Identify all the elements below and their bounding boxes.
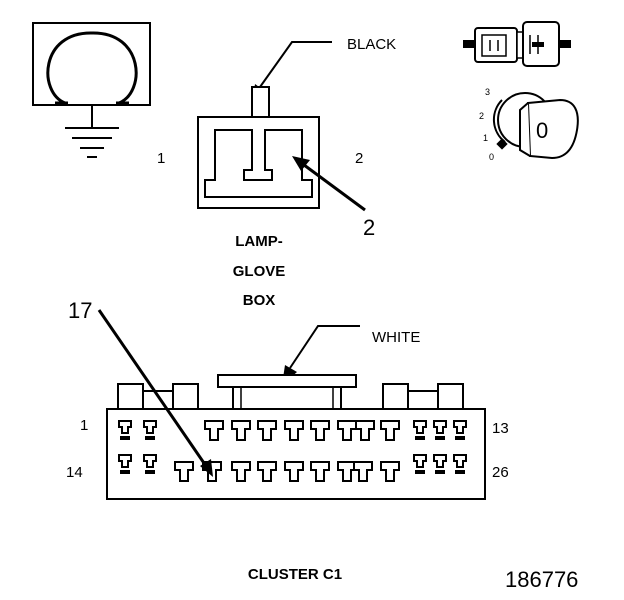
cluster-pin-1-label: 1	[80, 417, 88, 434]
cluster-pin-lock	[455, 436, 465, 440]
cluster-pin-row2-13	[453, 454, 467, 468]
cluster-pin-lock	[455, 470, 465, 474]
ignition-position-1: 1	[483, 133, 488, 143]
cluster-pin-row2-6	[284, 461, 304, 482]
cluster-pin-row2-7	[310, 461, 330, 482]
lamp-callout-number: 2	[363, 215, 375, 240]
cluster-c1-connector	[97, 309, 486, 500]
lamp-pin-2-label: 2	[355, 150, 363, 167]
ignition-position-2: 2	[479, 111, 484, 121]
lamp-name-line-2: GLOVE	[233, 263, 286, 280]
figure-number: 186776	[505, 567, 578, 592]
lamp-pin-1-label: 1	[157, 150, 165, 167]
cluster-pin-row1-5	[284, 420, 304, 441]
cluster-pin-row1-6	[310, 420, 330, 441]
cluster-pin-grid	[118, 420, 467, 482]
cluster-pin-lock	[435, 436, 445, 440]
cluster-pin-lock	[415, 436, 425, 440]
cluster-pin-14-label: 14	[66, 464, 83, 481]
cluster-pin-row2-5	[257, 461, 277, 482]
cluster-pin-row2-12	[433, 454, 447, 468]
cluster-pin-lock	[435, 470, 445, 474]
lamp-name-line-1: LAMP-	[235, 233, 283, 250]
ignition-key-icon	[492, 92, 579, 160]
lamp-wire-color: BLACK	[347, 36, 396, 53]
cluster-pin-lock	[120, 470, 130, 474]
cluster-pin-row1-1	[143, 420, 157, 434]
ignition-key-label: 0	[536, 118, 548, 143]
ignition-position-0: 0	[489, 152, 494, 162]
cluster-pin-row2-9	[353, 461, 373, 482]
cluster-pin-lock	[415, 470, 425, 474]
ground-ohm-icon	[32, 22, 151, 158]
glove-box-lamp-connector	[197, 41, 366, 212]
cluster-pin-row1-12	[453, 420, 467, 434]
cluster-callout-number: 17	[68, 298, 92, 323]
cluster-connector-name: CLUSTER C1	[248, 566, 342, 583]
connector-plug-icon	[463, 21, 571, 67]
cluster-pin-row1-11	[433, 420, 447, 434]
cluster-pin-13-label: 13	[492, 420, 509, 437]
ignition-position-3: 3	[485, 87, 490, 97]
cluster-pin-row2-11	[413, 454, 427, 468]
cluster-pin-row1-3	[231, 420, 251, 441]
cluster-pin-row1-8	[355, 420, 375, 441]
cluster-wire-color: WHITE	[372, 329, 420, 346]
cluster-pin-26-label: 26	[492, 464, 509, 481]
cluster-pin-row1-2	[204, 420, 224, 441]
cluster-pin-row1-9	[380, 420, 400, 441]
lamp-name-line-3: BOX	[243, 292, 276, 309]
cluster-pin-lock	[120, 436, 130, 440]
cluster-pin-row2-0	[118, 454, 132, 468]
cluster-pin-lock	[145, 470, 155, 474]
cluster-pin-row2-1	[143, 454, 157, 468]
cluster-pin-row1-4	[257, 420, 277, 441]
cluster-pin-row2-4	[231, 461, 251, 482]
cluster-pin-row2-2	[174, 461, 194, 482]
cluster-pin-row1-0	[118, 420, 132, 434]
cluster-pin-lock	[145, 436, 155, 440]
cluster-pin-row2-10	[380, 461, 400, 482]
cluster-pin-row1-10	[413, 420, 427, 434]
